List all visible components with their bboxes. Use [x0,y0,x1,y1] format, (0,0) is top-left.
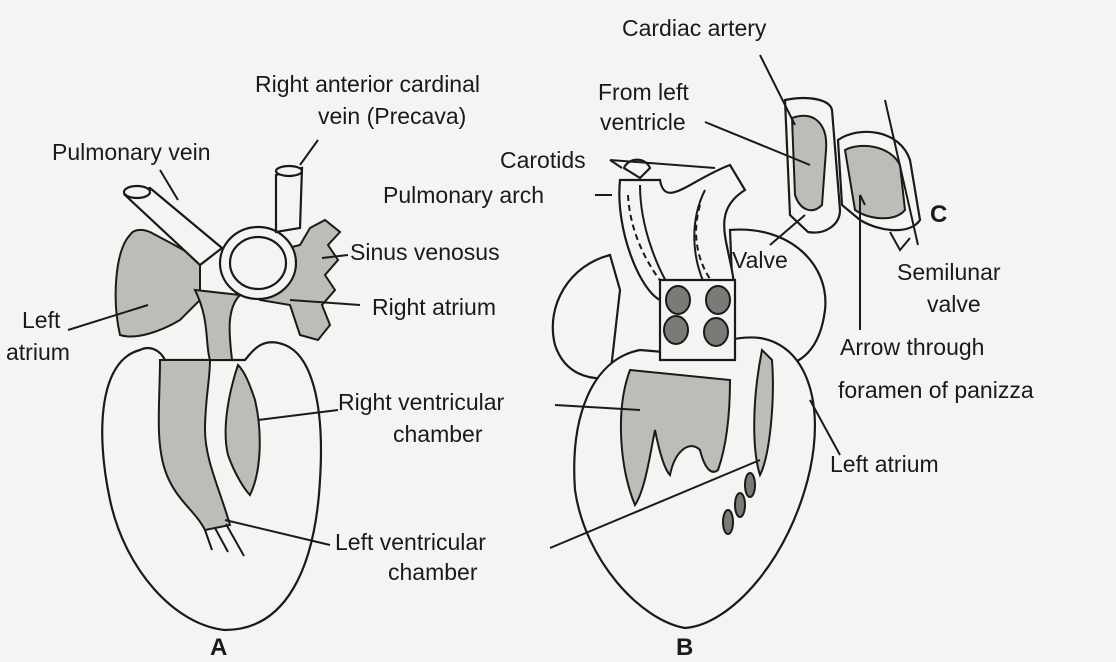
figure-a-pulmonary-vein-opening [124,186,150,198]
label-right-atrium: Right atrium [372,294,496,320]
figure-b-valve-3 [706,286,730,314]
label-pulmonary-arch: Pulmonary arch [383,182,544,208]
figure-b-valve-4 [704,318,728,346]
figure-b-valve-2 [664,316,688,344]
figure-c-semilunar-mark [890,232,910,250]
label-right-ventricular-chamber: chamber [393,421,483,447]
figure-a-heart [102,166,340,630]
figure-c-left-chamber [792,116,826,210]
figure-letter-c: C [930,201,947,228]
label-left-ventricular-chamber: chamber [388,559,478,585]
figure-b-slit-3 [723,510,733,534]
figure-b-heart [553,160,826,628]
leader-cardiac-artery [760,55,795,125]
label-left-atrium-a-1: Left [22,307,61,333]
label-right-ventricular: Right ventricular [338,389,505,415]
figure-b-valve-1 [666,286,690,314]
figure-letter-b: B [676,634,693,661]
label-from-left: From left [598,79,689,105]
label-ventricle: ventricle [600,109,686,135]
figure-b-slit-2 [735,493,745,517]
label-arrow-through: Arrow through [840,334,984,360]
label-semilunar: Semilunar [897,259,1001,285]
label-valve: Valve [732,247,788,273]
label-precava: vein (Precava) [318,103,466,129]
label-left-atrium-b: Left atrium [830,451,939,477]
label-sinus-venosus: Sinus venosus [350,239,500,265]
figure-a-septum [195,290,240,360]
label-carotids: Carotids [500,147,586,173]
label-foramen-panizza: foramen of panizza [838,377,1034,403]
label-right-anterior-cardinal: Right anterior cardinal [255,71,480,97]
figure-a-precava-opening [276,166,302,176]
figure-a-precava [276,168,302,232]
label-semilunar-valve: valve [927,291,981,317]
figure-c-cross-section [785,98,920,250]
label-cardiac-artery: Cardiac artery [622,15,767,41]
figure-b-left-atrium [553,255,620,378]
label-pulmonary-vein: Pulmonary vein [52,139,211,165]
figure-letter-a: A [210,634,227,661]
label-left-ventricular: Left ventricular [335,529,486,555]
figure-b-slit-1 [745,473,755,497]
leader-pulmonary-vein [160,170,178,200]
label-left-atrium-a-2: atrium [6,339,70,365]
leader-precava [300,140,318,165]
